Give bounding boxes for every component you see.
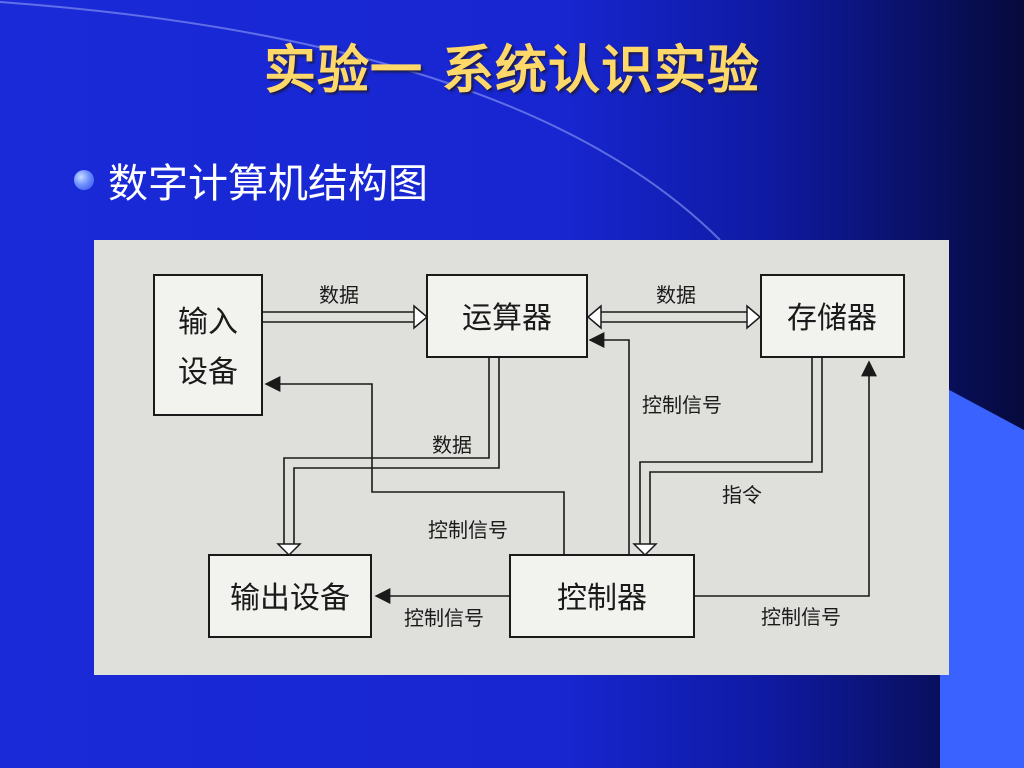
bullet-text: 数字计算机结构图 [108,161,428,207]
diagram-photo: 输入 设备 运算器 存储器 输出设备 控制器 数据 数据 数据 [94,240,949,675]
slide-title: 实验一 系统认识实验 [263,41,761,101]
memory-to-ctrl-arrow [632,357,823,557]
controller-box [509,554,695,638]
alu-box [426,274,588,358]
ctrl-to-input-label: 控制信号 [428,518,508,542]
input-device-label-1: 输入 [178,305,238,340]
alu-to-output-label: 数据 [432,433,472,457]
memory-to-ctrl-label: 指令 [722,483,762,507]
controller-label: 控制器 [557,581,647,616]
input-device-label-2: 设备 [178,355,238,390]
bullet-icon [74,170,94,190]
alu-to-output-arrow [276,357,500,557]
bg-corner-shape [940,385,1024,768]
computer-structure-diagram: 输入 设备 运算器 存储器 输出设备 控制器 数据 数据 数据 [153,274,905,638]
input-device-box [153,274,263,416]
alu-memory-label: 数据 [656,283,696,307]
ctrl-to-input-arrow [264,376,565,555]
ctrl-to-memory-label: 控制信号 [761,605,841,629]
alu-label: 运算器 [462,301,552,336]
input-to-alu-label: 数据 [319,283,359,307]
ctrl-to-memory-arrow [694,360,877,597]
bg-arc-line [0,1,721,241]
memory-label: 存储器 [787,301,877,336]
input-to-alu-arrow [262,304,429,330]
ctrl-to-alu-label: 控制信号 [642,393,722,417]
ctrl-to-alu-arrow [588,332,630,555]
memory-box [760,274,905,358]
output-device-label: 输出设备 [230,581,350,616]
bullet-item: 数字计算机结构图 [74,150,428,210]
ctrl-to-output-label: 控制信号 [404,606,484,630]
output-device-box [208,554,372,638]
alu-memory-arrow [586,304,762,330]
